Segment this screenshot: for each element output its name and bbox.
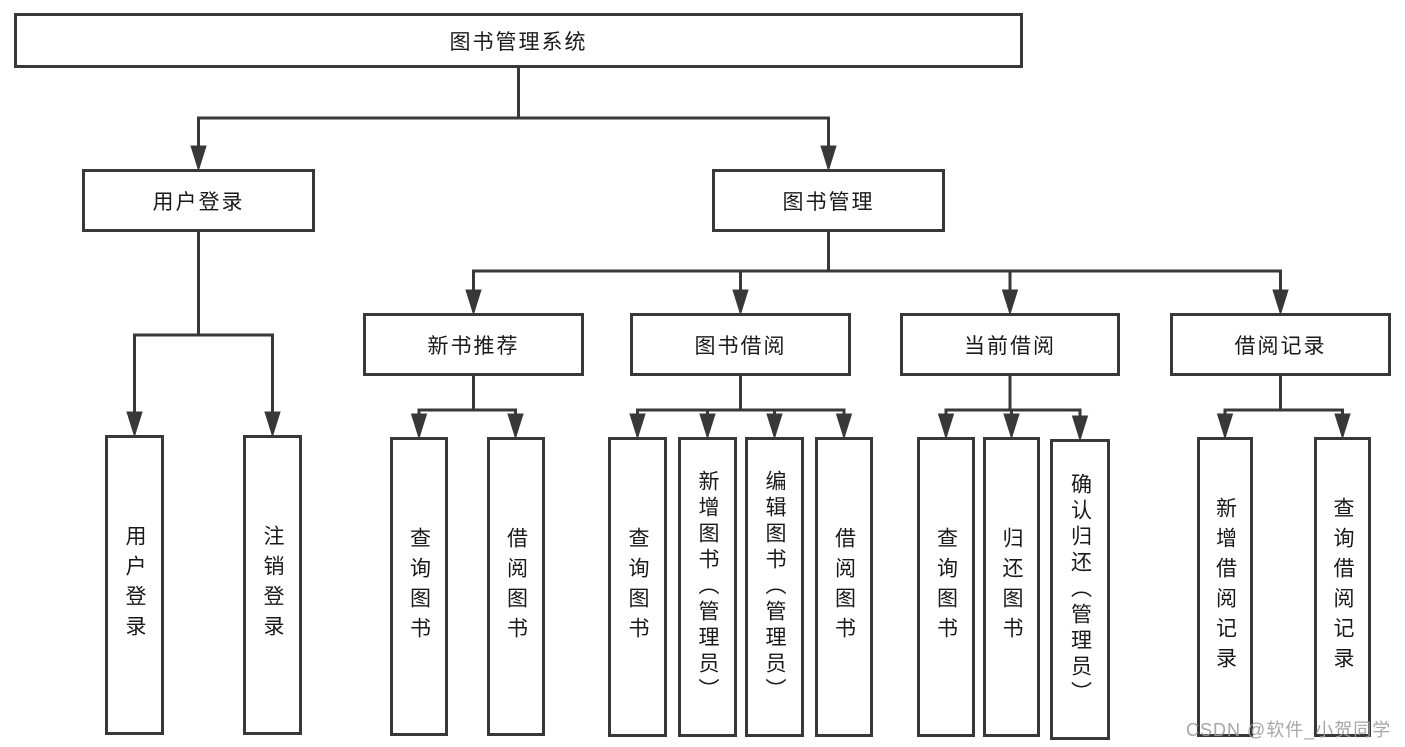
node-book-management-label: 图书管理	[782, 190, 875, 214]
leaf-confirm-return-admin-label: 确认归还（管理员）	[1068, 472, 1092, 707]
leaf-user-login: 用户登录	[105, 435, 164, 735]
node-root: 图书管理系统	[14, 13, 1023, 68]
node-current-borrow: 当前借阅	[900, 313, 1120, 376]
arrow-down-icon	[126, 411, 143, 438]
connector-borrow-records-children	[1216, 374, 1351, 440]
connector-new-book-recommend-children	[410, 374, 524, 440]
node-book-management: 图书管理	[712, 169, 945, 232]
leaf-edit-books-admin: 编辑图书（管理员）	[745, 437, 804, 737]
arrow-down-icon	[937, 413, 955, 440]
arrow-down-icon	[410, 413, 428, 440]
node-user-login-label: 用户登录	[152, 190, 245, 214]
arrow-down-icon	[465, 289, 482, 316]
arrow-down-icon	[835, 413, 853, 440]
arrow-down-icon	[264, 411, 281, 438]
node-new-book-recommend: 新书推荐	[363, 313, 584, 376]
leaf-confirm-return-admin: 确认归还（管理员）	[1050, 439, 1110, 740]
arrow-down-icon	[1272, 289, 1289, 316]
arrow-down-icon	[1003, 413, 1020, 440]
leaf-add-borrow-record: 新增借阅记录	[1197, 437, 1253, 737]
leaf-query-books-borrow-label: 查询图书	[626, 527, 649, 647]
arrow-down-icon	[507, 413, 524, 440]
leaf-edit-books-admin-label: 编辑图书（管理员）	[763, 470, 786, 704]
leaf-borrow-books-recommend: 借阅图书	[487, 437, 545, 736]
leaf-add-borrow-record-label: 新增借阅记录	[1213, 497, 1237, 677]
leaf-return-books: 归还图书	[983, 437, 1040, 737]
connector-user-login-children	[126, 230, 281, 438]
arrow-down-icon	[190, 145, 207, 172]
leaf-user-login-label: 用户登录	[123, 525, 146, 645]
leaf-borrow-books-borrow: 借阅图书	[815, 437, 873, 737]
node-root-label: 图书管理系统	[449, 30, 588, 54]
watermark: CSDN @软件_小贺同学	[1186, 720, 1392, 740]
arrow-down-icon	[1216, 413, 1234, 440]
node-borrow-records-label: 借阅记录	[1234, 334, 1327, 358]
arrow-down-icon	[732, 289, 749, 316]
arrow-down-icon	[1334, 413, 1351, 440]
leaf-query-books-recommend: 查询图书	[390, 437, 448, 736]
leaf-query-books-current: 查询图书	[917, 437, 975, 737]
leaf-add-books-admin: 新增图书（管理员）	[678, 437, 737, 737]
arrow-down-icon	[1071, 415, 1089, 442]
leaf-logout-label: 注销登录	[261, 525, 284, 645]
connector-current-borrow-children	[937, 374, 1089, 442]
node-book-borrow: 图书借阅	[630, 313, 851, 376]
arrow-down-icon	[629, 413, 646, 440]
connector-book-management-children	[465, 230, 1289, 316]
leaf-logout: 注销登录	[243, 435, 302, 735]
connector-root-to-level2	[190, 66, 837, 172]
node-new-book-recommend-label: 新书推荐	[427, 334, 520, 358]
arrow-down-icon	[820, 145, 837, 172]
node-book-borrow-label: 图书借阅	[694, 334, 787, 358]
leaf-add-books-admin-label: 新增图书（管理员）	[696, 470, 719, 704]
arrow-down-icon	[766, 413, 783, 440]
leaf-borrow-books-recommend-label: 借阅图书	[504, 526, 528, 647]
leaf-borrow-books-borrow-label: 借阅图书	[832, 527, 856, 647]
leaf-query-books-borrow: 查询图书	[608, 437, 667, 737]
node-current-borrow-label: 当前借阅	[964, 334, 1056, 358]
leaf-query-borrow-record: 查询借阅记录	[1314, 437, 1371, 737]
leaf-query-books-current-label: 查询图书	[934, 527, 958, 647]
leaf-query-borrow-record-label: 查询借阅记录	[1331, 497, 1354, 677]
node-borrow-records: 借阅记录	[1170, 313, 1391, 376]
arrow-down-icon	[1001, 289, 1019, 316]
arrow-down-icon	[699, 413, 716, 440]
node-user-login: 用户登录	[82, 169, 315, 232]
leaf-query-books-recommend-label: 查询图书	[407, 526, 431, 647]
leaf-return-books-label: 归还图书	[1000, 527, 1023, 647]
connector-book-borrow-children	[629, 374, 853, 440]
